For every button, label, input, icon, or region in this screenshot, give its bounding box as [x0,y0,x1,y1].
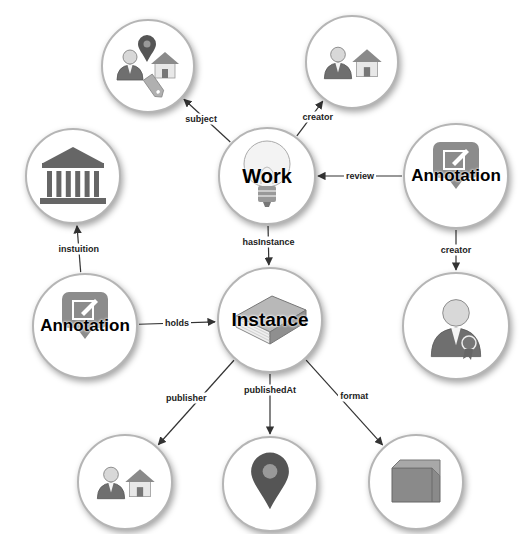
format-circle [369,435,463,529]
relation-arrow [184,99,230,142]
edge-label: hasInstance [240,236,296,247]
subject-circle [102,20,194,112]
work-circle: Work [219,128,315,224]
edge-label: creator [439,245,474,256]
edge-label: format [338,391,370,402]
institution-circle [26,129,120,223]
circle-outline [72,429,178,534]
circle-outline [300,10,404,114]
annotation-circle: Annotation [404,124,508,228]
node-icon [324,47,381,78]
edge-label: publisher [164,393,209,404]
node-title: Annotation [40,316,130,336]
edge-label: instuition [57,244,102,255]
creator-circle [306,16,398,108]
relation-arrow [158,360,234,445]
circle-outline [96,14,200,118]
node-icon [97,467,154,499]
place-circle [223,437,317,531]
annotation-circle: Annotation [33,274,137,378]
publisher-circle [78,435,172,529]
relation-arrow [306,360,382,445]
node-title: Work [242,165,292,188]
node-icon [431,300,480,360]
edge-label: creator [301,111,336,122]
creator-circle [403,273,509,379]
edge-label: subject [183,113,219,124]
node-icon [251,452,289,509]
node-title: Instance [231,309,308,331]
instance-circle: Instance [218,268,322,372]
edge-label: review [344,171,376,182]
node-icon [392,460,440,502]
circle-outline [20,123,126,229]
edge-label: publishedAt [242,385,298,396]
node-icon [40,147,106,204]
node-icon [117,35,179,100]
relation-arrow [269,374,270,434]
circle-outline [217,431,323,534]
circle-outline [363,429,469,534]
edge-label: holds [163,318,191,329]
node-title: Annotation [411,166,501,186]
circle-outline [397,267,515,385]
